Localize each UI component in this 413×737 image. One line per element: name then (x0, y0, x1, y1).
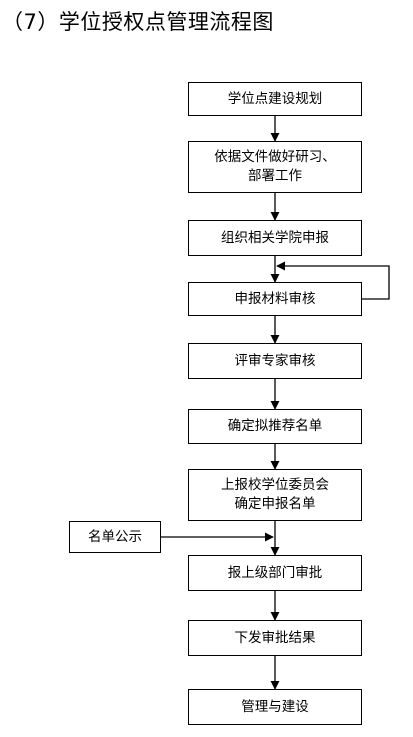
step-study-deploy: 依据文件做好研习、 部署工作 (188, 141, 362, 193)
step-manage-build: 管理与建设 (188, 689, 362, 725)
step-recommend-list: 确定拟推荐名单 (188, 409, 362, 444)
step-issue-result: 下发审批结果 (188, 620, 362, 656)
loop-arrow (276, 261, 390, 300)
step-material-review: 申报材料审核 (188, 282, 362, 316)
page-title: （7）学位授权点管理流程图 (2, 10, 274, 34)
step-organize-apply: 组织相关学院申报 (188, 220, 362, 256)
side-box-publicity: 名单公示 (69, 521, 161, 553)
step-planning: 学位点建设规划 (188, 82, 362, 116)
step-committee: 上报校学位委员会 确定申报名单 (188, 469, 362, 521)
step-expert-review: 评审专家审核 (188, 343, 362, 379)
step-superior-approval: 报上级部门审批 (188, 555, 362, 591)
